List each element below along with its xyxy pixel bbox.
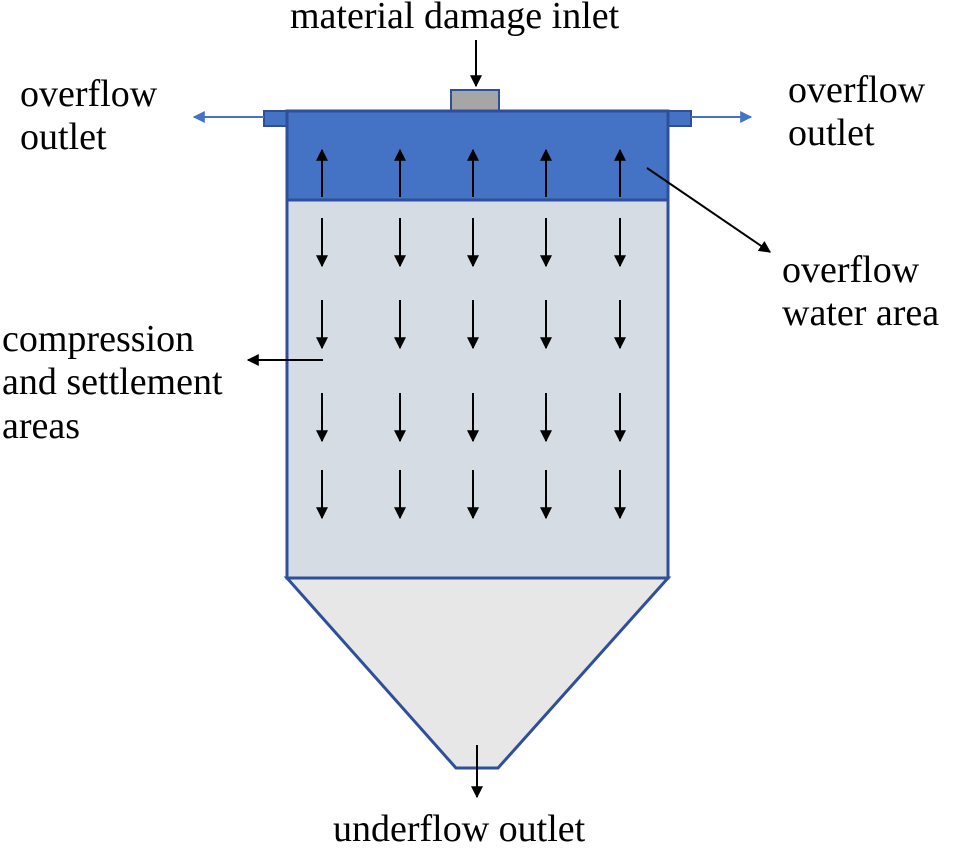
compression-area-label: compression and settlement areas	[2, 318, 223, 447]
overflow-water-area-label: overflow water area	[782, 249, 940, 335]
inlet-label: material damage inlet	[290, 0, 620, 37]
underflow-outlet-label: underflow outlet	[333, 808, 586, 850]
settlement-zone	[285, 198, 670, 580]
overflow-water-area-leader	[646, 167, 771, 253]
overflow-outlet-left-label: overflow outlet	[20, 73, 158, 159]
overflow-water-zone	[285, 109, 670, 202]
overflow-nozzle-right	[666, 110, 692, 127]
overflow-outlet-right-label: overflow outlet	[788, 69, 926, 155]
inlet-pipe	[450, 89, 500, 112]
overflow-nozzle-left	[263, 110, 289, 127]
cone-bottom	[283, 576, 672, 770]
flow-arrows	[316, 148, 626, 520]
